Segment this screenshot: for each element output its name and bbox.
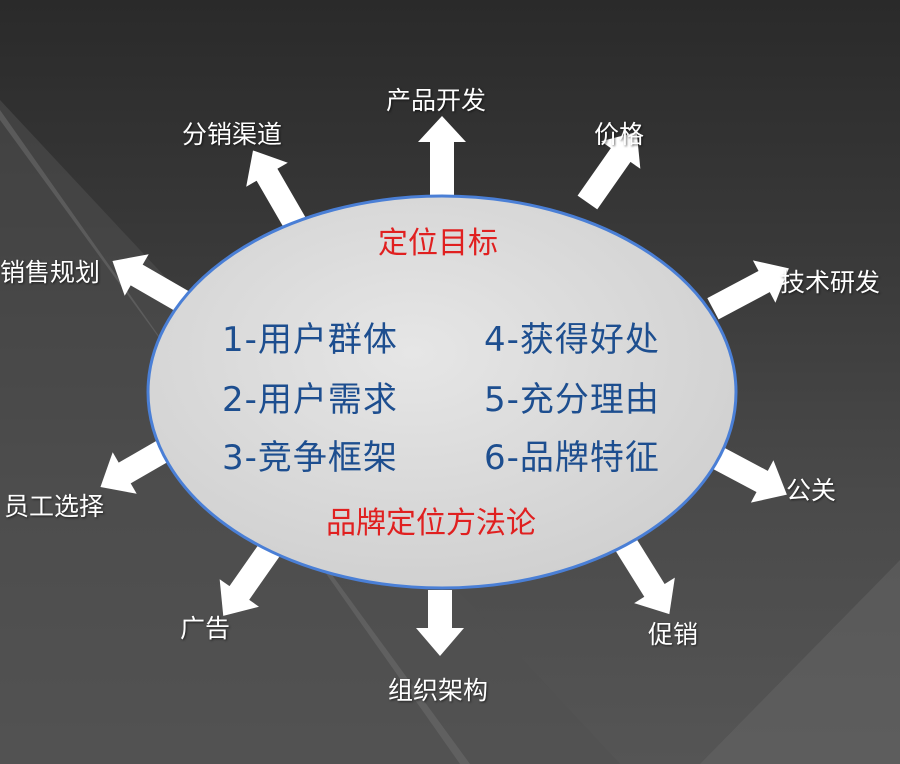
spoke-label-org: 组织架构: [388, 676, 489, 705]
spoke-label-promotion: 促销: [648, 620, 699, 649]
item-3: 3-竞争框架: [222, 438, 398, 478]
spoke-label-ad: 广告: [180, 614, 231, 643]
arrow-tech-rd: [707, 260, 789, 320]
center-footer: 品牌定位方法论: [326, 506, 536, 541]
spoke-label-tech-rd: 技术研发: [780, 268, 881, 297]
arrow-distribution: [246, 150, 307, 231]
item-6: 6-品牌特征: [484, 438, 660, 478]
spoke-label-product-dev: 产品开发: [386, 86, 487, 115]
arrow-product-dev: [418, 116, 466, 198]
item-5: 5-充分理由: [484, 380, 660, 420]
arrow-price: [577, 132, 641, 210]
arrow-org: [416, 590, 464, 656]
spoke-label-pr: 公关: [786, 476, 837, 505]
spoke-label-price: 价格: [594, 120, 645, 149]
spoke-label-distribution: 分销渠道: [182, 120, 283, 149]
spoke-label-sales-plan: 销售规划: [0, 258, 101, 287]
spoke-label-staff: 员工选择: [4, 492, 105, 521]
arrow-promotion: [613, 534, 675, 615]
arrow-ad: [219, 538, 283, 616]
item-1: 1-用户群体: [222, 320, 398, 360]
arrow-sales-plan: [112, 254, 193, 315]
item-4: 4-获得好处: [484, 320, 660, 360]
arrow-group: [100, 116, 789, 656]
center-ellipse: [146, 194, 738, 590]
item-2: 2-用户需求: [222, 380, 398, 420]
bg-band-right: [700, 560, 900, 764]
center-title: 定位目标: [378, 226, 498, 261]
